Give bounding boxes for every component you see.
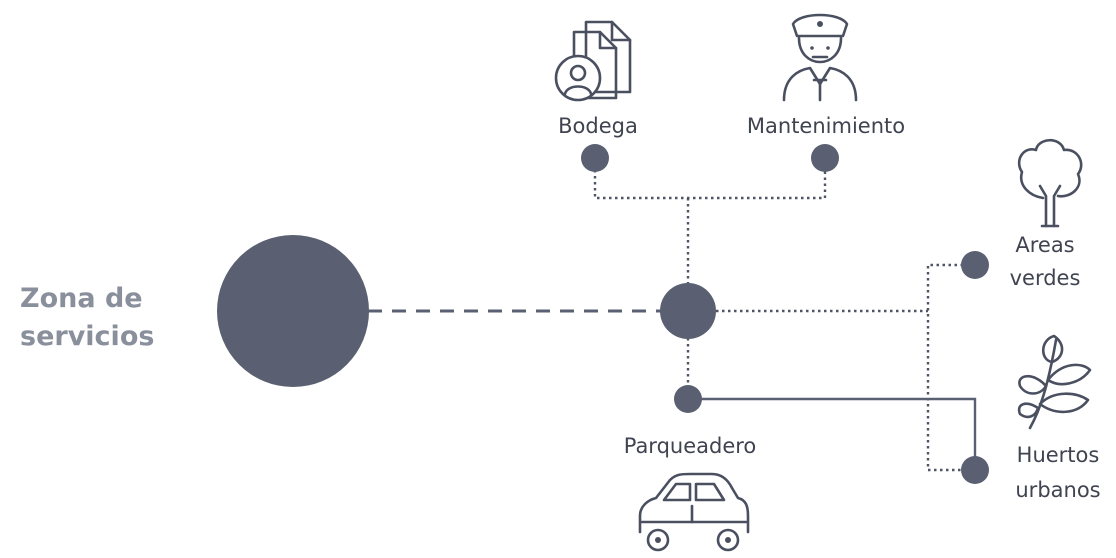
tree-icon bbox=[1017, 138, 1083, 228]
car-icon bbox=[638, 472, 750, 552]
right-branch-connector bbox=[926, 263, 975, 472]
parqueadero-label: Parqueadero bbox=[624, 434, 757, 458]
huertos-urbanos-label-line2: urbanos bbox=[1015, 478, 1100, 502]
areas-verdes-label-line2: verdes bbox=[1010, 266, 1081, 290]
mantenimiento-label: Mantenimiento bbox=[747, 114, 905, 138]
zone-title-line2: servicios bbox=[20, 321, 154, 352]
areas-verdes-node bbox=[961, 251, 989, 279]
areas-verdes-label-line1: Areas bbox=[1015, 233, 1074, 257]
zone-node bbox=[217, 235, 369, 387]
guard-person-icon bbox=[782, 13, 858, 102]
parqueadero-node bbox=[674, 385, 702, 413]
top-branch-connector bbox=[593, 158, 827, 200]
huertos-urbanos-node bbox=[961, 456, 989, 484]
document-person-icon bbox=[554, 20, 632, 102]
bodega-node bbox=[581, 144, 609, 172]
plant-icon bbox=[1017, 334, 1092, 430]
mantenimiento-node bbox=[811, 144, 839, 172]
zone-title-line1: Zona de bbox=[20, 283, 143, 314]
parking-to-gardens-connector bbox=[688, 397, 977, 470]
hub-node bbox=[660, 283, 716, 339]
bodega-label: Bodega bbox=[558, 114, 638, 138]
huertos-urbanos-label-line1: Huertos bbox=[1017, 443, 1100, 467]
